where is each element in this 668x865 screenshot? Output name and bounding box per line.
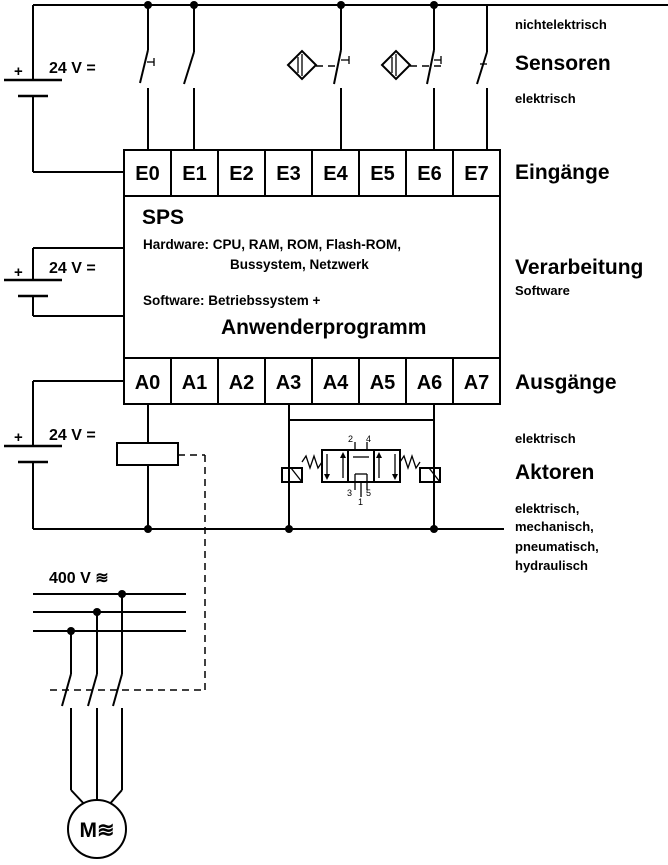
- label-eingaenge: Eingänge: [515, 161, 610, 184]
- supply-voltage-middle: 24 V =: [49, 260, 96, 277]
- label-software: Software: [515, 283, 570, 298]
- proximity-sensor-e6: [380, 5, 444, 150]
- sps-hardware-line-1: Hardware: CPU, RAM, ROM, Flash-ROM,: [143, 237, 401, 252]
- input-terminal-e3: E3: [276, 163, 300, 185]
- plus-sign-bottom: +: [14, 429, 23, 446]
- solenoid-valve: 2 4 3 5 1: [281, 404, 441, 529]
- valve-port-2: 2: [348, 434, 353, 444]
- label-aktoren: Aktoren: [515, 461, 594, 484]
- label-aktor-type: mechanisch,: [515, 519, 594, 534]
- label-aktor-type: hydraulisch: [515, 558, 588, 573]
- sps-title: SPS: [142, 206, 184, 229]
- motor-circuit: 400 V ≋ M≋: [33, 570, 205, 859]
- battery-symbol-bottom: + 24 V =: [4, 380, 504, 533]
- supply-voltage-top: 24 V =: [49, 60, 96, 77]
- output-terminal-a4: A4: [323, 372, 349, 394]
- contact-e1: [183, 5, 195, 150]
- relay-coil-a0: [116, 404, 206, 690]
- output-terminal-a2: A2: [229, 372, 255, 394]
- input-terminal-e0: E0: [135, 163, 159, 185]
- input-terminals: E0 E1 E2 E3 E4 E5 E6 E7: [123, 149, 501, 197]
- output-terminal-a7: A7: [464, 372, 490, 394]
- sps-box: SPS Hardware: CPU, RAM, ROM, Flash-ROM, …: [123, 195, 501, 359]
- right-labels: nichtelektrisch Sensoren elektrisch Eing…: [515, 17, 643, 573]
- label-verarbeitung: Verarbeitung: [515, 256, 643, 279]
- battery-symbol-middle: + 24 V =: [4, 247, 124, 317]
- input-terminal-e5: E5: [370, 163, 394, 185]
- motor-label: M≋: [79, 819, 114, 842]
- output-terminals: A0 A1 A2 A3 A4 A5 A6 A7: [123, 357, 501, 405]
- label-aktor-type: elektrisch,: [515, 501, 579, 516]
- sps-software-line: Software: Betriebssystem +: [143, 293, 321, 308]
- sps-user-program: Anwenderprogramm: [221, 316, 426, 339]
- contact-e7: [476, 5, 488, 150]
- contact-e0: [139, 5, 155, 150]
- valve-port-4: 4: [366, 434, 371, 444]
- plus-sign-top: +: [14, 63, 23, 80]
- input-terminal-e2: E2: [229, 163, 253, 185]
- input-terminal-e6: E6: [417, 163, 441, 185]
- output-terminal-a1: A1: [182, 372, 208, 394]
- label-nichtelektrisch: nichtelektrisch: [515, 17, 607, 32]
- valve-port-5: 5: [366, 488, 371, 498]
- input-terminal-e4: E4: [323, 163, 348, 185]
- label-elektrisch-sensor: elektrisch: [515, 91, 576, 106]
- input-terminal-e7: E7: [464, 163, 488, 185]
- output-terminal-a0: A0: [135, 372, 161, 394]
- label-aktor-type: pneumatisch,: [515, 539, 599, 554]
- label-ausgaenge: Ausgänge: [515, 371, 617, 394]
- label-sensoren: Sensoren: [515, 52, 611, 75]
- sps-hardware-line-2: Bussystem, Netzwerk: [230, 257, 369, 272]
- motor-supply-voltage: 400 V ≋: [49, 570, 109, 587]
- output-terminal-a5: A5: [370, 372, 396, 394]
- valve-port-1: 1: [358, 497, 363, 507]
- battery-symbol-top: + 24 V =: [4, 60, 124, 173]
- supply-voltage-bottom: 24 V =: [49, 427, 96, 444]
- output-terminal-a6: A6: [417, 372, 443, 394]
- output-terminal-a3: A3: [276, 372, 302, 394]
- proximity-sensor-e4: [286, 5, 350, 150]
- plus-sign-middle: +: [14, 264, 23, 281]
- label-elektrisch-aktor: elektrisch: [515, 431, 576, 446]
- input-terminal-e1: E1: [182, 163, 206, 185]
- valve-port-3: 3: [347, 488, 352, 498]
